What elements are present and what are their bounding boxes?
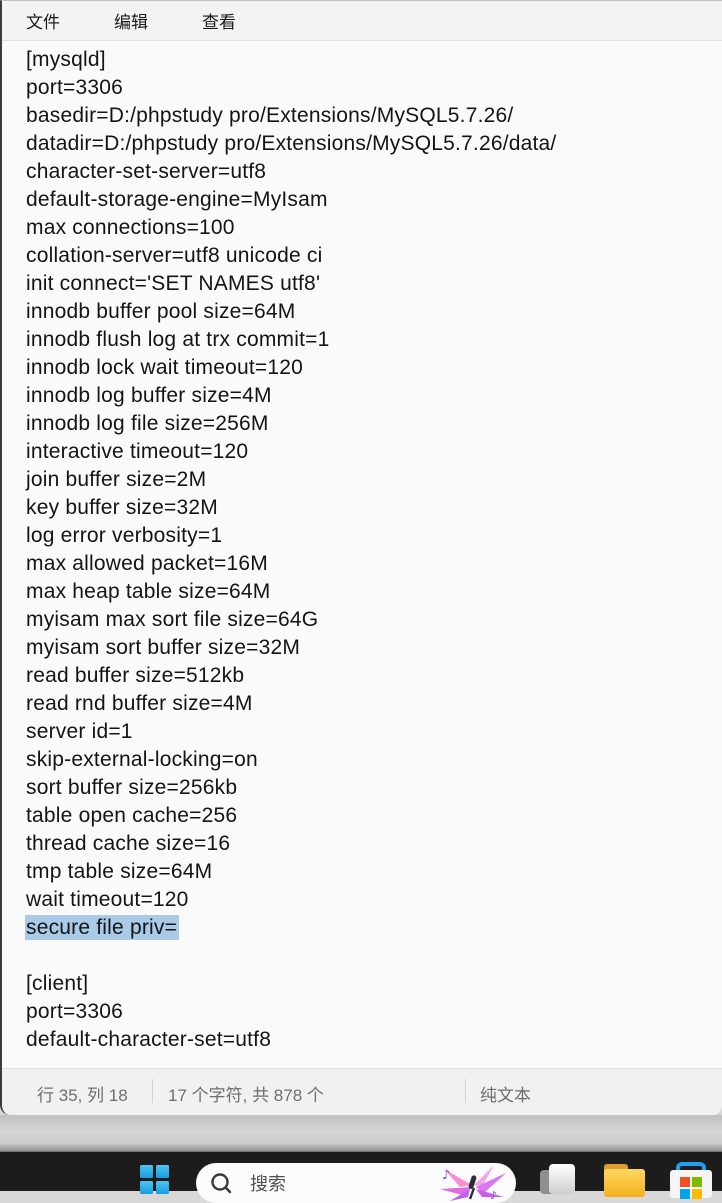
notepad-window: 文件 编辑 查看 [mysqld] port=3306 basedir=D:/php… (0, 0, 722, 1115)
editor-line[interactable]: character-set-server=utf8 (26, 160, 267, 183)
editor-line[interactable]: max heap table size=64M (26, 580, 271, 603)
editor-line[interactable]: read rnd buffer size=4M (26, 692, 253, 715)
menu-view[interactable]: 查看 (202, 13, 236, 32)
editor-line[interactable]: default-character-set=utf8 (26, 1028, 272, 1051)
taskbar: 搜索 ♪ ♪ (0, 1152, 722, 1203)
editor-line[interactable]: default-storage-engine=MyIsam (26, 188, 328, 211)
editor-line[interactable]: init connect='SET NAMES utf8' (26, 272, 321, 295)
windows-logo-icon (140, 1165, 153, 1178)
editor-line[interactable]: server id=1 (26, 720, 133, 743)
start-button[interactable] (140, 1165, 169, 1194)
status-bar: 行 35, 列 18 17 个字符, 共 878 个 纯文本 (2, 1068, 722, 1115)
editor-line[interactable]: collation-server=utf8 unicode ci (26, 244, 323, 267)
editor-line[interactable]: sort buffer size=256kb (26, 776, 238, 799)
editor-line[interactable]: max connections=100 (26, 216, 235, 239)
cursor-position-status: 行 35, 列 18 (37, 1086, 128, 1105)
editor-line[interactable]: log error verbosity=1 (26, 524, 223, 547)
editor-line[interactable]: wait timeout=120 (26, 888, 189, 911)
editor-line[interactable]: skip-external-locking=on (26, 748, 258, 771)
editor-line[interactable]: innodb buffer pool size=64M (26, 300, 296, 323)
menu-file[interactable]: 文件 (26, 13, 60, 32)
windows-logo-icon (156, 1181, 169, 1194)
search-highlight-art-icon: ♪ ♪ (440, 1165, 506, 1202)
editor-lines: [mysqld] port=3306 basedir=D:/phpstudy pro… (25, 46, 714, 1054)
editor-line[interactable]: innodb lock wait timeout=120 (26, 356, 304, 379)
task-view-button[interactable] (540, 1164, 576, 1196)
editor-line[interactable] (26, 942, 714, 970)
text-editor-area[interactable]: [mysqld] port=3306 basedir=D:/phpstudy pro… (4, 42, 722, 1068)
editor-line[interactable]: innodb log file size=256M (26, 412, 269, 435)
microsoft-logo-icon (680, 1177, 702, 1199)
editor-line[interactable]: myisam sort buffer size=32M (26, 636, 301, 659)
editor-line[interactable]: key buffer size=32M (26, 496, 218, 519)
editor-line[interactable]: [mysqld] (26, 48, 106, 71)
editor-line[interactable]: join buffer size=2M (26, 468, 207, 491)
windows-logo-icon (156, 1165, 169, 1178)
editor-line[interactable]: max allowed packet=16M (26, 552, 268, 575)
editor-line[interactable]: datadir=D:/phpstudy pro/Extensions/MySQL… (26, 132, 557, 155)
editor-line[interactable]: table open cache=256 (26, 804, 238, 827)
character-count-status: 17 个字符, 共 878 个 (168, 1086, 324, 1105)
editor-line[interactable]: read buffer size=512kb (26, 664, 245, 687)
task-view-icon (549, 1164, 575, 1194)
editor-line[interactable]: secure file priv= (25, 915, 180, 940)
taskbar-search-box[interactable]: 搜索 ♪ ♪ (196, 1163, 516, 1203)
svg-text:♪: ♪ (442, 1168, 450, 1183)
editor-line[interactable]: myisam max sort file size=64G (26, 608, 319, 631)
editor-line[interactable]: port=3306 (26, 76, 123, 99)
editor-line[interactable]: innodb log buffer size=4M (26, 384, 272, 407)
status-separator (465, 1079, 466, 1103)
editor-line[interactable]: tmp table size=64M (26, 860, 213, 883)
editor-line[interactable]: [client] (26, 972, 89, 995)
search-placeholder-text: 搜索 (250, 1174, 286, 1194)
editor-line[interactable]: port=3306 (26, 1000, 123, 1023)
editor-line[interactable]: interactive timeout=120 (26, 440, 249, 463)
desktop-background-strip (0, 1115, 722, 1152)
store-bag-handle-icon (676, 1162, 706, 1176)
menu-bar: 文件 编辑 查看 (2, 1, 722, 41)
windows-logo-icon (140, 1181, 153, 1194)
status-separator (152, 1079, 153, 1103)
document-type-status: 纯文本 (480, 1086, 531, 1105)
editor-line[interactable]: innodb flush log at trx commit=1 (26, 328, 330, 351)
editor-line[interactable]: basedir=D:/phpstudy pro/Extensions/MySQL… (26, 104, 514, 127)
menu-edit[interactable]: 编辑 (114, 13, 148, 32)
file-explorer-button[interactable] (604, 1164, 645, 1197)
editor-line[interactable]: thread cache size=16 (26, 832, 231, 855)
folder-icon (604, 1169, 645, 1197)
